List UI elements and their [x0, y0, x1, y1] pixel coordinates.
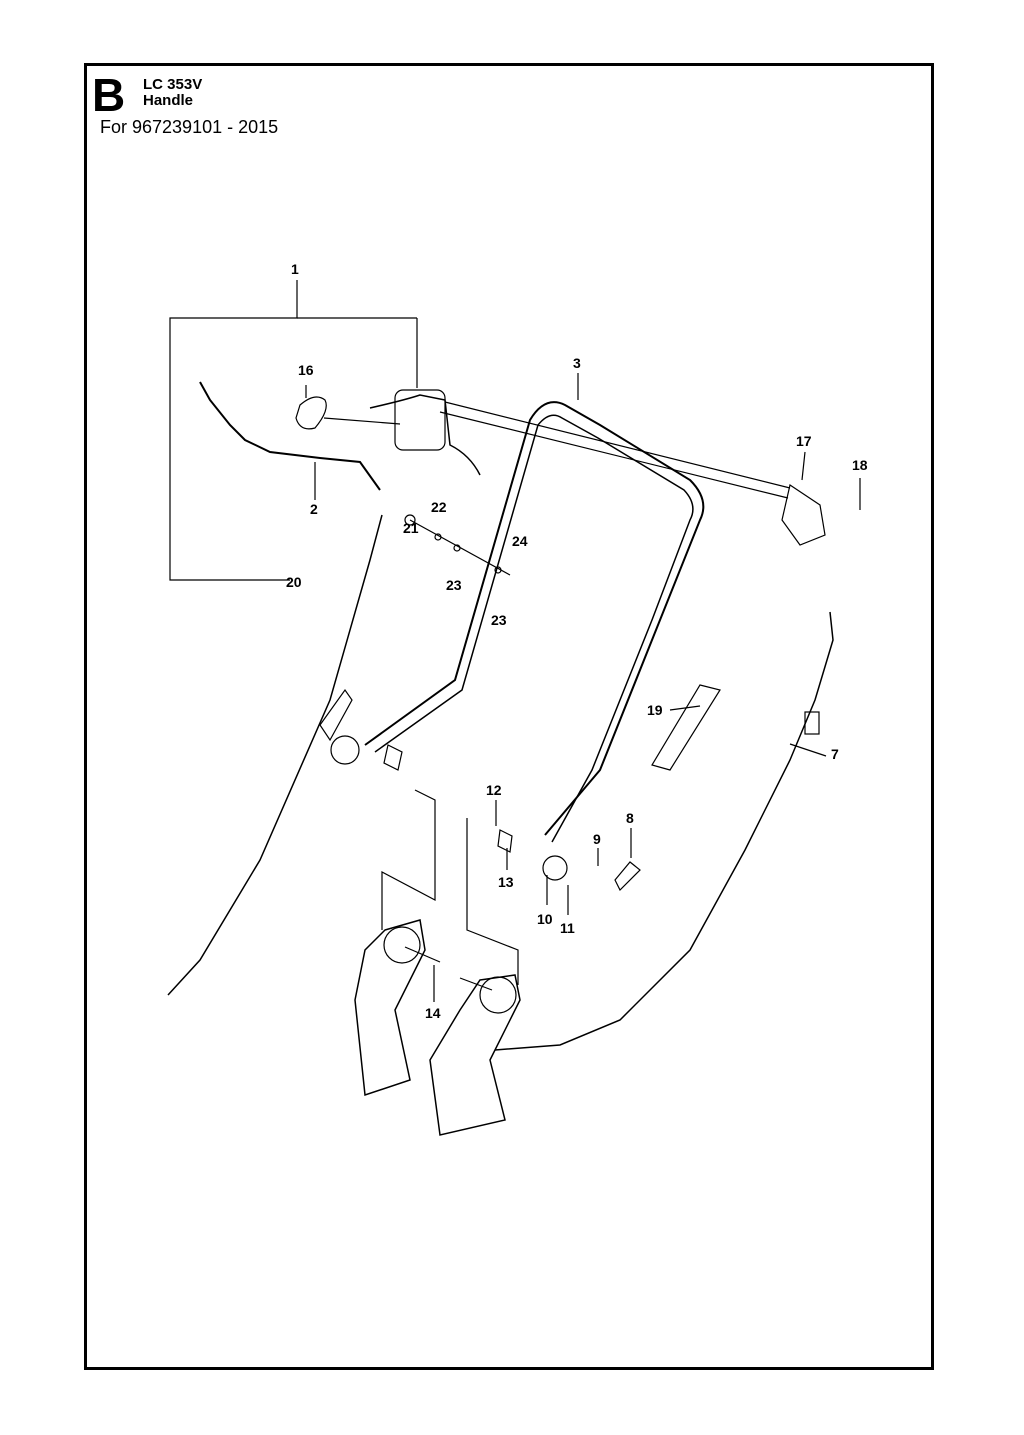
subtitle: For 967239101 - 2015 [100, 117, 279, 137]
handle-bar [364, 401, 705, 836]
group-name: Handle [143, 92, 194, 109]
callout-22: 22 [431, 499, 447, 515]
right-bracket [429, 974, 521, 1136]
callout-20: 20 [286, 574, 302, 590]
callout-9: 9 [593, 831, 601, 847]
cable-2 [199, 381, 381, 491]
page-frame [84, 63, 934, 1370]
callout-23a: 23 [446, 577, 462, 593]
cover-19 [651, 684, 721, 771]
left-lever [319, 688, 353, 742]
callout-3: 3 [573, 355, 581, 371]
callout-7: 7 [831, 746, 839, 762]
callout-21: 21 [403, 520, 419, 536]
callout-17: 17 [796, 433, 812, 449]
callout-13: 13 [498, 874, 514, 890]
callout-14: 14 [425, 1005, 441, 1021]
control-bar [439, 401, 791, 499]
cable-20 [167, 514, 383, 996]
handle-bar-inner [374, 414, 694, 843]
callout-12: 12 [486, 782, 502, 798]
section-letter: B [92, 69, 126, 121]
callout-1: 1 [291, 261, 299, 277]
callout-24: 24 [512, 533, 528, 549]
callout-2: 2 [310, 501, 318, 517]
callout-16: 16 [298, 362, 314, 378]
callout-19: 19 [647, 702, 663, 718]
model-name: LC 353V [143, 76, 203, 93]
cable-7-adjuster [804, 711, 820, 735]
left-bracket [354, 919, 426, 1097]
knob-16 [295, 396, 327, 430]
right-lever [614, 861, 641, 892]
bracket-17 [781, 484, 826, 546]
callout-23b: 23 [491, 612, 507, 628]
right-leader-line [466, 818, 519, 985]
callout-11: 11 [560, 920, 575, 936]
switch-box [394, 389, 446, 451]
left-leader-line [381, 789, 436, 930]
callout-10: 10 [537, 911, 553, 927]
callout-18: 18 [852, 457, 868, 473]
group-1-bracket [169, 280, 298, 581]
callout-8: 8 [626, 810, 634, 826]
cable-7 [494, 611, 834, 1051]
